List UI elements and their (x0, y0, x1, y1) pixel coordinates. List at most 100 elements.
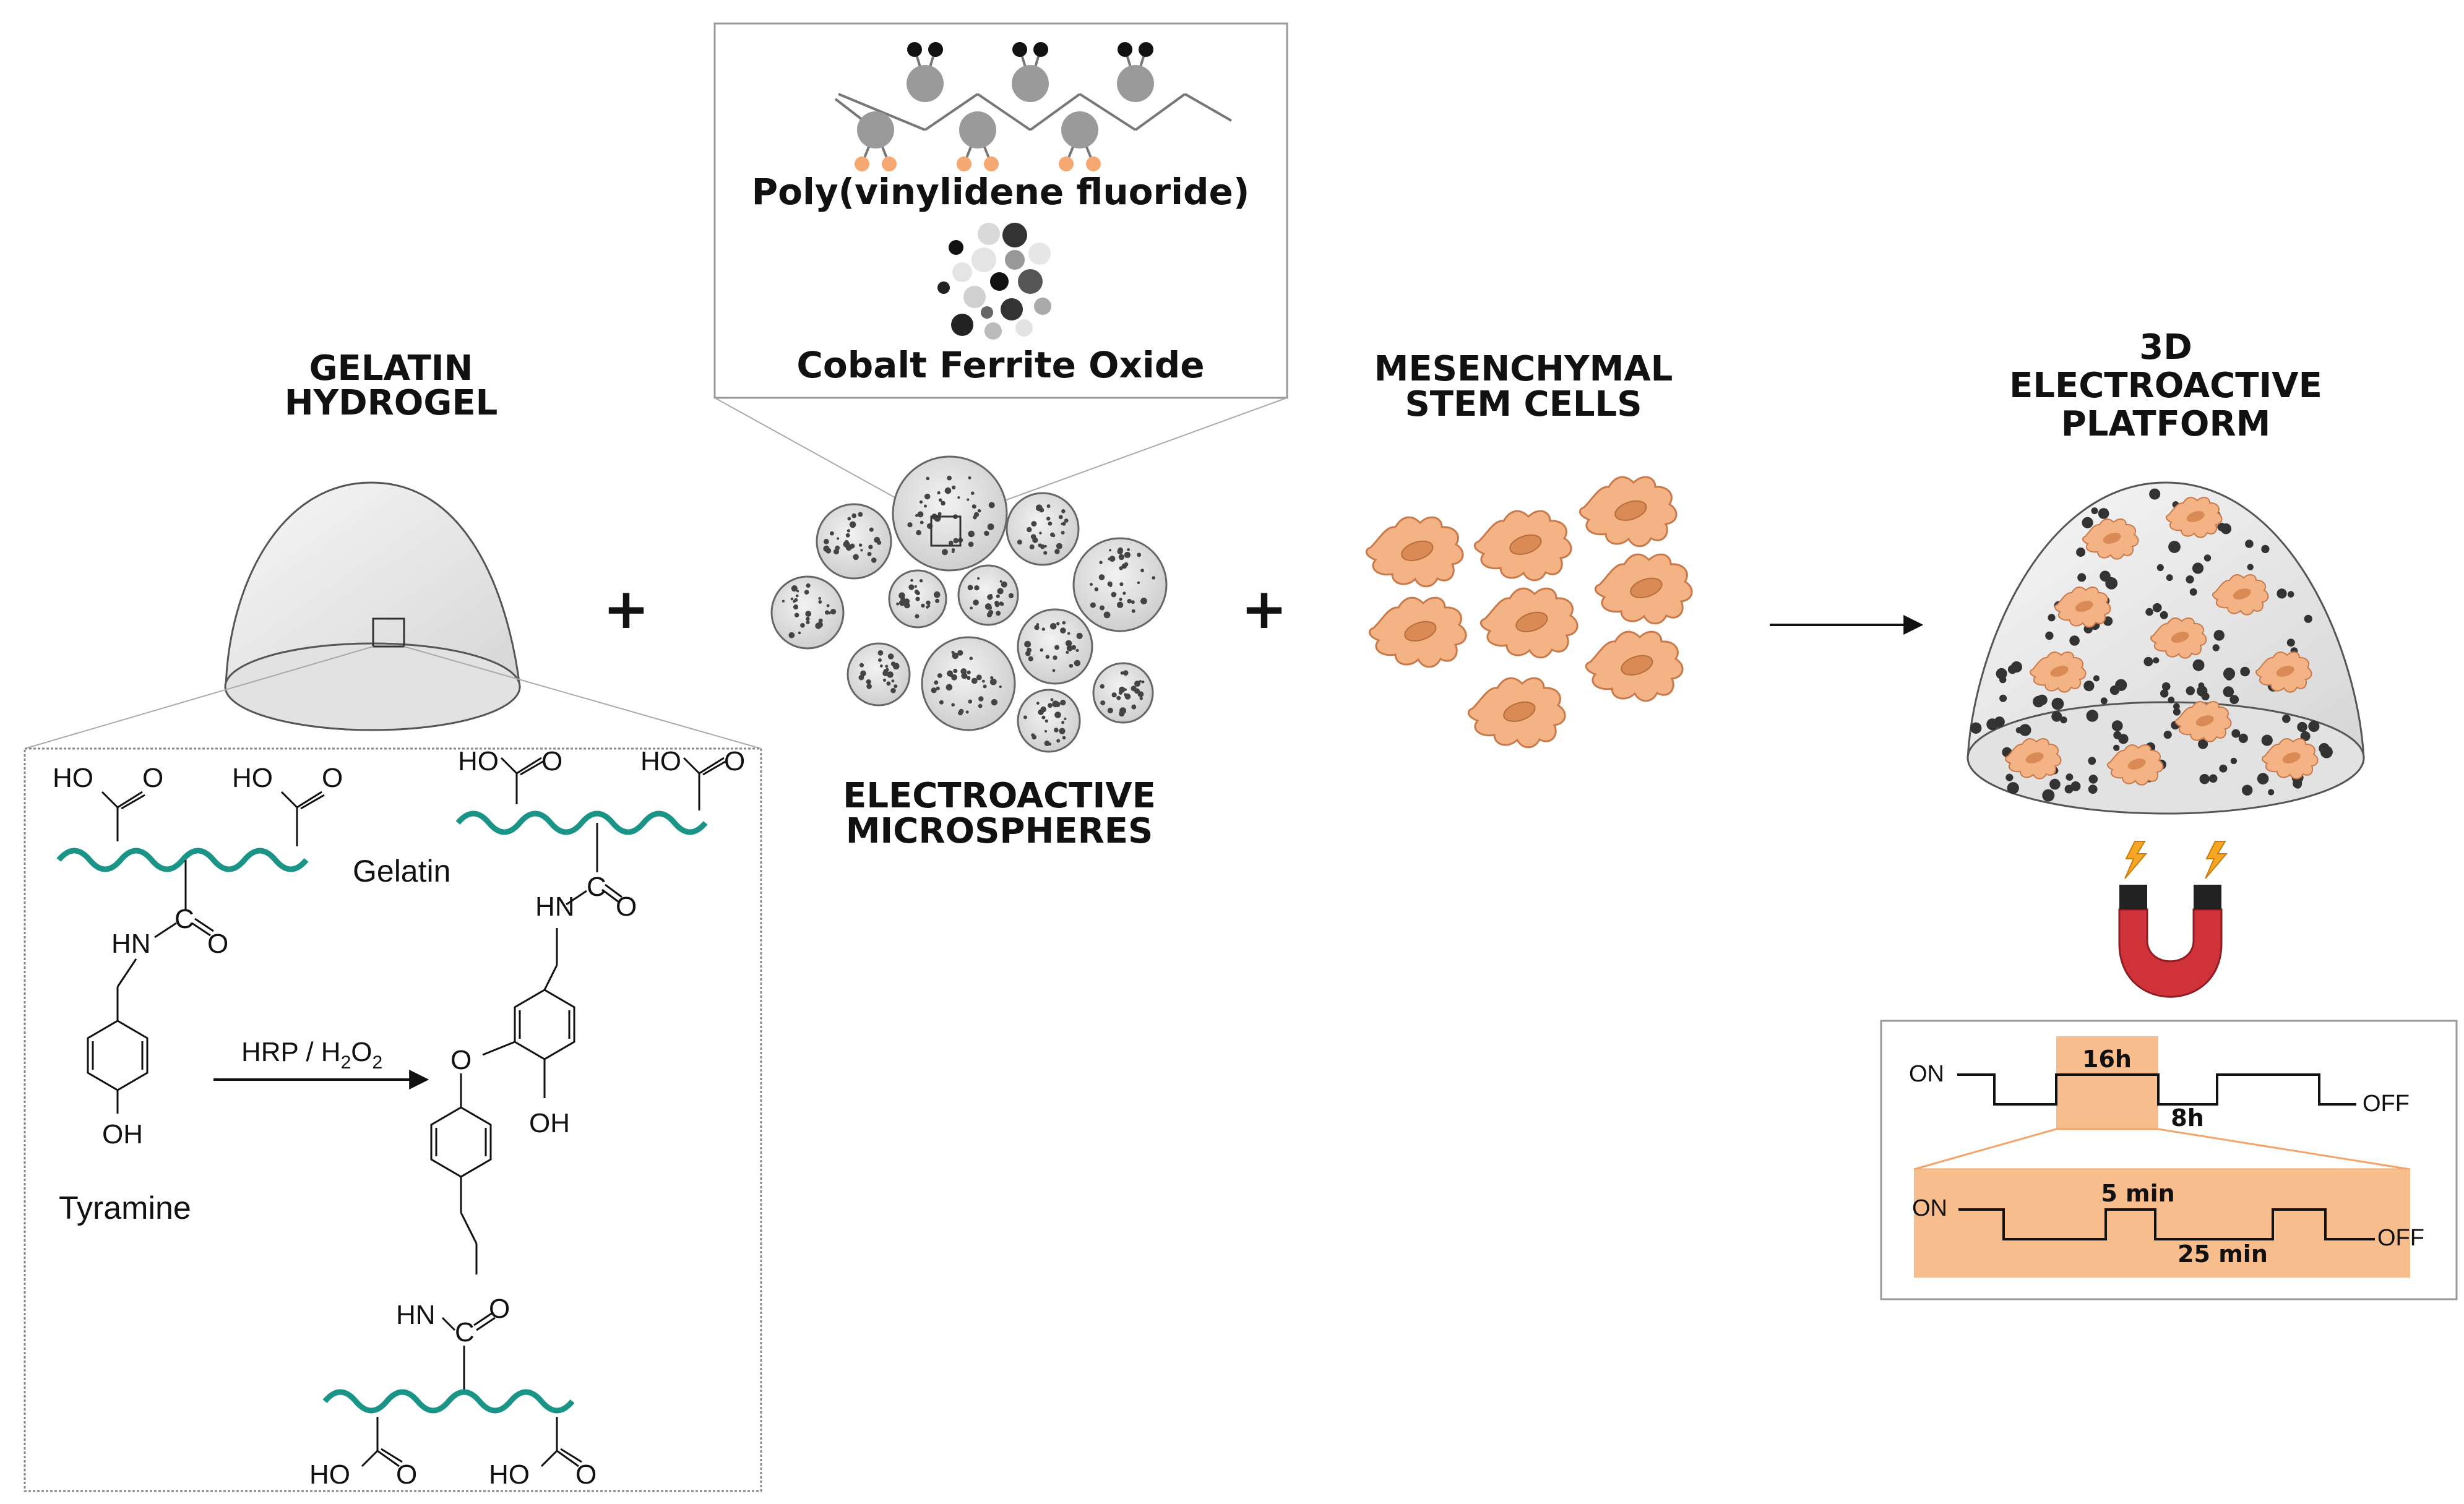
microsphere-particle (926, 476, 930, 481)
microsphere-particle (924, 493, 931, 500)
microsphere-particle (1100, 700, 1106, 706)
cobalt-ferrite-particles (937, 223, 1051, 340)
platform-particle (2213, 630, 2225, 641)
platform-particle (2287, 591, 2294, 598)
label-oh-2: OH (529, 1108, 570, 1138)
label-oh-1: OH (102, 1119, 143, 1149)
carboxyl-group-right-1 (500, 757, 545, 804)
microsphere-particle (843, 541, 850, 548)
platform-particle (2153, 657, 2160, 664)
microsphere-particle (969, 656, 973, 660)
platform-particle (2247, 564, 2254, 570)
microsphere-particle (1098, 574, 1105, 580)
microsphere-particle (990, 676, 994, 680)
magnet-pole-right (2194, 885, 2221, 909)
platform-particle (2166, 574, 2173, 582)
platform-particle (2304, 614, 2312, 623)
gelatin-chain-left (56, 848, 309, 872)
gelatin-chain-right-top (455, 810, 708, 835)
microsphere-particle (806, 620, 810, 624)
microsphere-particle (1069, 664, 1074, 668)
platform-particle (2231, 729, 2241, 738)
microsphere-particle (795, 594, 799, 598)
microsphere-particle (858, 543, 863, 547)
stem-cell (1594, 553, 1693, 625)
label-hn-2: HN (535, 892, 575, 922)
microsphere-particle (886, 681, 891, 686)
platform-particle (2197, 660, 2204, 667)
microsphere-particle (1035, 504, 1043, 512)
microsphere-particle (1054, 702, 1061, 707)
microsphere-particle (846, 529, 851, 533)
microsphere-particle (1046, 517, 1051, 521)
microsphere-particle (944, 487, 952, 494)
stem-cell (1473, 510, 1572, 582)
microsphere-particle (968, 699, 973, 704)
stem-cell (1467, 677, 1566, 749)
microsphere-particle (924, 504, 927, 508)
microsphere-particle (1094, 587, 1099, 591)
label-tyramine: Tyramine (59, 1190, 191, 1226)
schedule-waveform (1957, 1073, 2356, 1106)
microsphere-particle (1139, 680, 1142, 683)
microsphere-particle (947, 475, 952, 481)
platform-particle (2091, 507, 2098, 515)
microsphere-particle (1119, 598, 1122, 601)
microsphere-particle (805, 611, 812, 617)
gelatin-chain-right-bottom (322, 1389, 575, 1414)
microsphere-particle (890, 687, 896, 694)
microsphere-particle (991, 698, 998, 706)
microsphere-particle (1043, 551, 1048, 555)
microsphere-particle (867, 552, 872, 556)
platform-particle (2203, 554, 2212, 562)
pulse-off-duration: 25 min (2178, 1240, 2268, 1268)
microsphere-particle (989, 678, 997, 685)
microsphere-particle (825, 610, 830, 615)
microsphere-particle (1028, 656, 1033, 661)
cobalt-ferrite-label: Cobalt Ferrite Oxide (796, 344, 1204, 386)
platform-particle (2245, 539, 2254, 548)
pulse-on-label: ON (1912, 1195, 1947, 1221)
microsphere-particle (891, 679, 895, 682)
microsphere-particle (1058, 515, 1063, 520)
microsphere-particle (1107, 707, 1113, 713)
microsphere-particle (1121, 563, 1127, 569)
spark-icon (2124, 841, 2147, 879)
microsphere-particle (1122, 670, 1129, 676)
microsphere-particle (1062, 621, 1066, 625)
platform-particle (2082, 517, 2093, 528)
microsphere-particle (1131, 685, 1137, 692)
microsphere-particle (1017, 539, 1022, 545)
platform-particle (2113, 731, 2122, 739)
microsphere-particle (1116, 601, 1124, 608)
platform-particle (1996, 668, 2007, 679)
platform-particle (2093, 675, 2100, 682)
microsphere-particle (830, 609, 837, 615)
schedule-on-label: ON (1909, 1061, 1944, 1087)
microsphere-particle (1109, 584, 1113, 587)
microsphere-particle (1099, 561, 1103, 564)
microsphere-particle (1131, 600, 1135, 604)
microsphere (1092, 662, 1154, 724)
platform-particle (2143, 656, 2153, 666)
platform-particle (2069, 635, 2080, 646)
microsphere-particle (915, 614, 920, 619)
microsphere-particle (994, 602, 1000, 608)
platform-title-line3: PLATFORM (2061, 404, 2271, 444)
microsphere-particle (1076, 632, 1083, 639)
microsphere-particle (1056, 739, 1061, 743)
microsphere-particle (908, 584, 915, 590)
label-o-6: O (616, 892, 637, 922)
microsphere-particle (1124, 693, 1131, 700)
platform-particle (2212, 644, 2220, 651)
platform-particle (2220, 523, 2232, 535)
platform-particle (2156, 564, 2164, 572)
platform-particle (2230, 757, 2238, 765)
microsphere-particle (1137, 581, 1140, 585)
microsphere-particle (860, 549, 863, 552)
platform-particle (2160, 611, 2168, 619)
microsphere-particle (1023, 715, 1027, 720)
platform-particle (2198, 682, 2205, 689)
microsphere-particle (967, 585, 973, 591)
microsphere-particle (1141, 681, 1145, 684)
